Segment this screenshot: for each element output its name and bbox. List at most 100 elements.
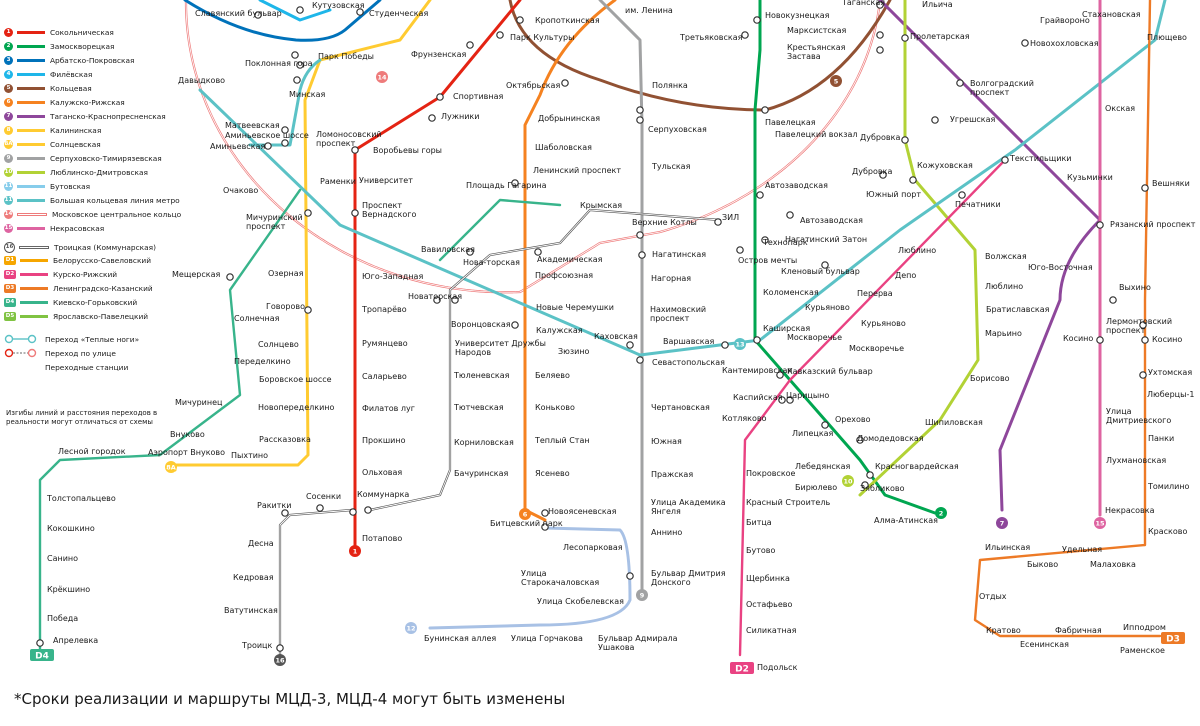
station-stop-marks[interactable] [876,31,884,39]
station-label-pokrov[interactable]: Покровское [746,469,796,478]
station-label-bratisl[interactable]: Братиславская [986,305,1050,314]
station-label-ilicha[interactable]: Ильича [922,0,953,9]
station-stop-slav[interactable] [254,11,262,19]
station-label-volzh[interactable]: Волжская [985,252,1027,261]
station-stop-kakhov[interactable] [626,341,634,349]
station-stop-klenov[interactable] [821,261,829,269]
station-stop-ostrov[interactable] [736,246,744,254]
station-label-yuvost[interactable]: Юго-Восточная [1028,263,1093,272]
station-label-luzh[interactable]: Лужники [441,112,479,121]
station-stop-bitpark[interactable] [541,523,549,531]
station-label-kutuz[interactable]: Кутузовская [312,1,365,10]
station-label-lukh[interactable]: Лухмановская [1106,456,1166,465]
station-stop-vesh[interactable] [1141,184,1149,192]
station-stop-kosino2[interactable] [1141,336,1149,344]
station-label-tomilino[interactable]: Томилино [1147,482,1190,491]
station-label-desna[interactable]: Десна [248,539,274,548]
station-label-shcherb[interactable]: Щербинка [746,574,790,583]
station-label-ippod[interactable]: Ипподром [1123,623,1166,632]
station-label-prazh[interactable]: Пражская [651,470,693,479]
station-label-kakhov[interactable]: Каховская [594,332,638,341]
station-label-leninsky[interactable]: Ленинский проспект [533,166,621,175]
station-label-udel[interactable]: Удельная [1062,545,1102,554]
station-label-rakit[interactable]: Ракитки [257,501,291,510]
station-label-rumyan[interactable]: Румянцево [362,339,408,348]
station-stop-tret[interactable] [741,31,749,39]
station-label-amin_sh[interactable]: Аминьевское шоссе [225,131,309,140]
station-label-tekhno[interactable]: Технопарк [762,238,808,247]
station-label-vatut[interactable]: Ватутинская [224,606,278,615]
station-stop-kavkaz[interactable] [776,371,784,379]
station-stop-govor[interactable] [304,306,312,314]
station-label-tyutch[interactable]: Тютчевская [453,403,504,412]
station-label-mesh[interactable]: Мещерская [172,270,220,279]
station-label-pykht[interactable]: Пыхтино [231,451,268,460]
station-label-kolomen[interactable]: Коломенская [763,288,819,297]
station-stop-ukht[interactable] [1139,371,1147,379]
station-label-ramenskoe[interactable]: Раменское [1120,646,1165,655]
station-label-tekst[interactable]: Текстильщики [1009,154,1072,163]
station-label-verkhkot[interactable]: Верхние Котлы [632,218,697,227]
station-label-annino[interactable]: Аннино [651,528,682,537]
station-label-shabol[interactable]: Шаболовская [535,143,592,152]
station-stop-mesh[interactable] [226,273,234,281]
station-stop-amin[interactable] [264,142,272,150]
station-label-vnukovo[interactable]: Внуково [170,430,205,439]
station-label-biryul[interactable]: Бирюлево [795,483,837,492]
station-label-nagatin[interactable]: Нагатинская [652,250,706,259]
station-label-park[interactable]: Парк Победы [318,52,374,61]
station-label-yuzap[interactable]: Юго-Западная [362,272,423,281]
station-label-polyanka[interactable]: Полянка [652,81,688,90]
station-stop-amin_sh[interactable] [281,139,289,147]
station-label-butovo[interactable]: Бутово [746,546,775,555]
station-label-varsh[interactable]: Варшавская [663,337,715,346]
station-label-bykovo[interactable]: Быково [1027,560,1058,569]
station-stop-kashir[interactable] [753,336,761,344]
station-label-prokshino[interactable]: Прокшино [362,436,406,445]
station-label-matv[interactable]: Матвеевская [225,121,280,130]
station-label-ukht[interactable]: Ухтомская [1148,368,1192,377]
station-stop-novat[interactable] [433,296,441,304]
station-label-bunin[interactable]: Бунинская аллея [424,634,496,643]
station-label-michurin[interactable]: Мичуринец [175,398,223,407]
station-stop-michur[interactable] [304,209,312,217]
station-stop-aprel[interactable] [36,639,44,647]
station-label-avtoz[interactable]: Автозаводская [765,181,828,190]
station-stop-minsk[interactable] [293,76,301,84]
station-stop-pok[interactable] [291,51,299,59]
station-label-novoper[interactable]: Новопеределкино [258,403,335,412]
station-label-rasskaz[interactable]: Рассказовка [259,435,311,444]
station-label-oktyab[interactable]: Октябрьская [506,81,560,90]
station-label-krasko[interactable]: Красково [1148,527,1188,536]
station-label-profs[interactable]: Профсоюзная [535,271,593,280]
station-stop-dubrovka[interactable] [901,136,909,144]
station-label-sport[interactable]: Спортивная [453,92,503,101]
station-stop-kosino[interactable] [1096,336,1104,344]
station-label-konkovo[interactable]: Коньково [535,403,575,412]
station-label-kurian2[interactable]: Курьяново [861,319,906,328]
station-stop-novat2[interactable] [451,296,459,304]
station-label-stakh[interactable]: Стахановская [1082,10,1141,19]
station-label-novat2[interactable]: Нова-торская [463,258,520,267]
station-label-novcher[interactable]: Новые Черемушки [536,303,614,312]
station-label-kropot[interactable]: Кропоткинская [535,16,600,25]
station-label-bitpark[interactable]: Битцевский парк [490,519,563,528]
station-stop-nagatin[interactable] [638,251,646,259]
station-label-fabrich[interactable]: Фабричная [1055,626,1102,635]
station-stop-prolet[interactable] [901,34,909,42]
station-stop-kommun[interactable] [364,506,372,514]
station-label-tulskaya[interactable]: Тульская [651,162,691,171]
station-label-esenin[interactable]: Есенинская [1020,640,1069,649]
station-label-ulskob[interactable]: Улица Скобелевская [537,597,624,606]
station-label-kosino2[interactable]: Косино [1152,335,1182,344]
station-label-kuzm[interactable]: Кузьминки [1067,173,1113,182]
station-label-dobr[interactable]: Добрынинская [538,114,600,123]
station-label-solnech[interactable]: Солнечная [234,314,280,323]
station-label-potapovo[interactable]: Потапово [362,534,402,543]
station-label-grayv[interactable]: Грайвороно [1040,16,1090,25]
station-label-aprel[interactable]: Апрелевка [53,636,98,645]
station-label-zyabl[interactable]: Зябликово [860,484,905,493]
